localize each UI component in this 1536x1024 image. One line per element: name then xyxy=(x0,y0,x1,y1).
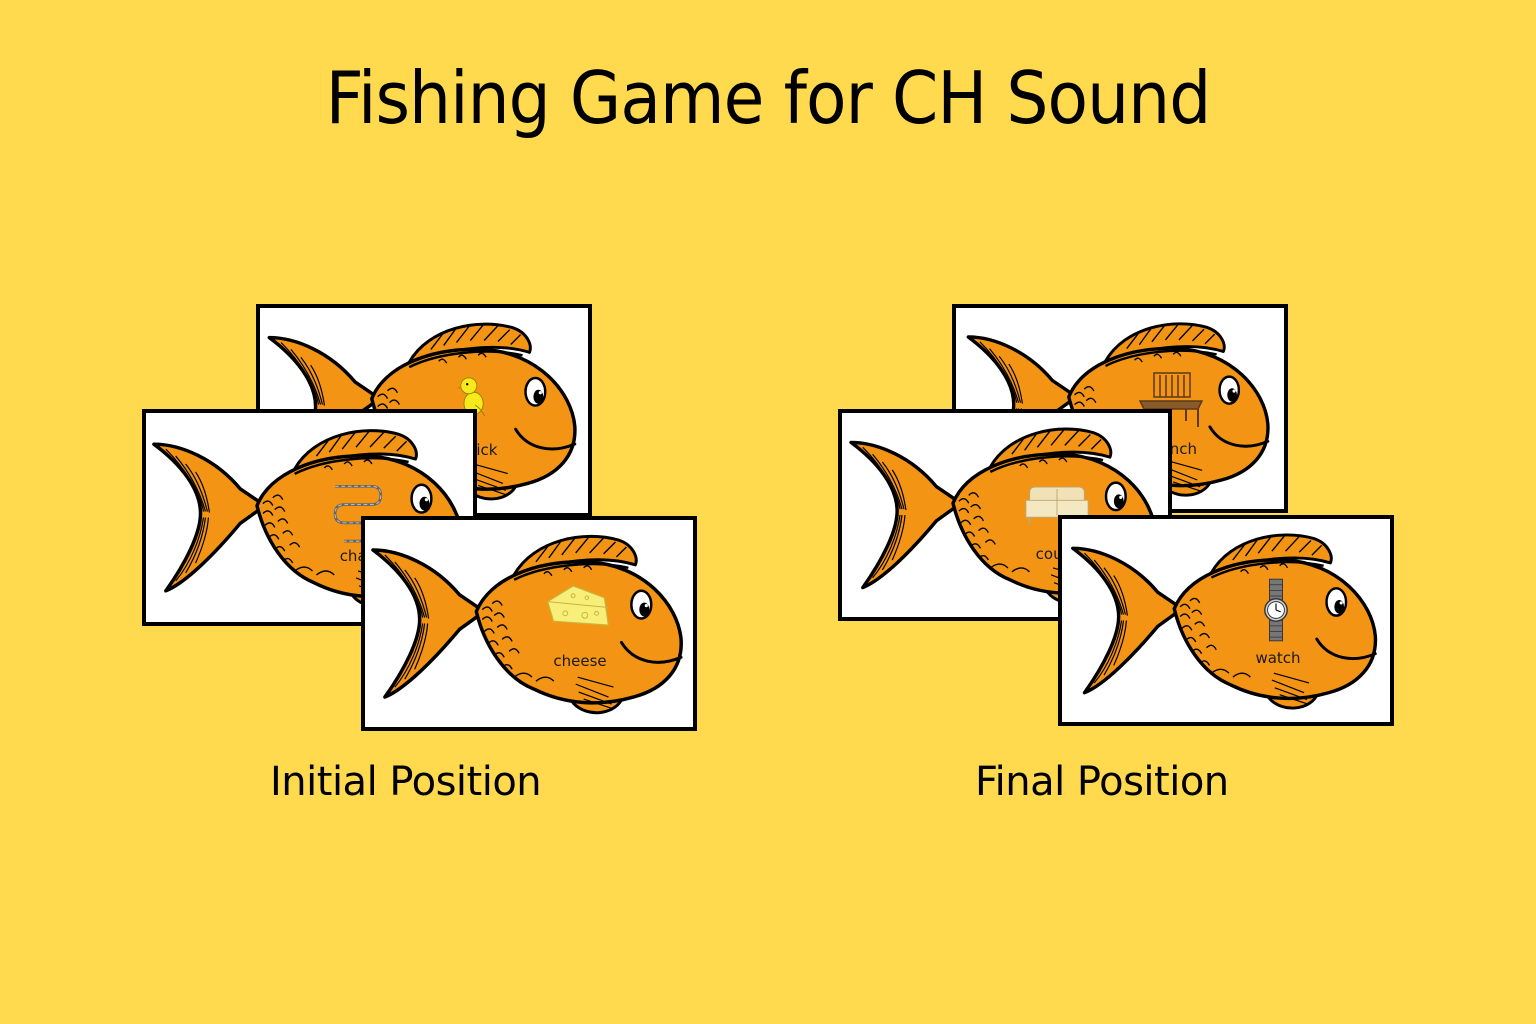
fish-card-cheese[interactable]: cheese xyxy=(361,516,697,731)
initial-position-caption: Initial Position xyxy=(270,759,542,805)
fish-card-watch[interactable]: watch xyxy=(1058,515,1394,726)
page-title: Fishing Game for CH Sound xyxy=(325,56,1212,140)
fish-word: cheese xyxy=(553,652,607,670)
watch-icon xyxy=(1262,577,1290,643)
fish-word: watch xyxy=(1255,649,1301,667)
fish-icon xyxy=(365,520,693,727)
fish-icon xyxy=(1062,519,1390,722)
cheese-icon xyxy=(543,584,613,628)
final-position-caption: Final Position xyxy=(975,759,1229,805)
